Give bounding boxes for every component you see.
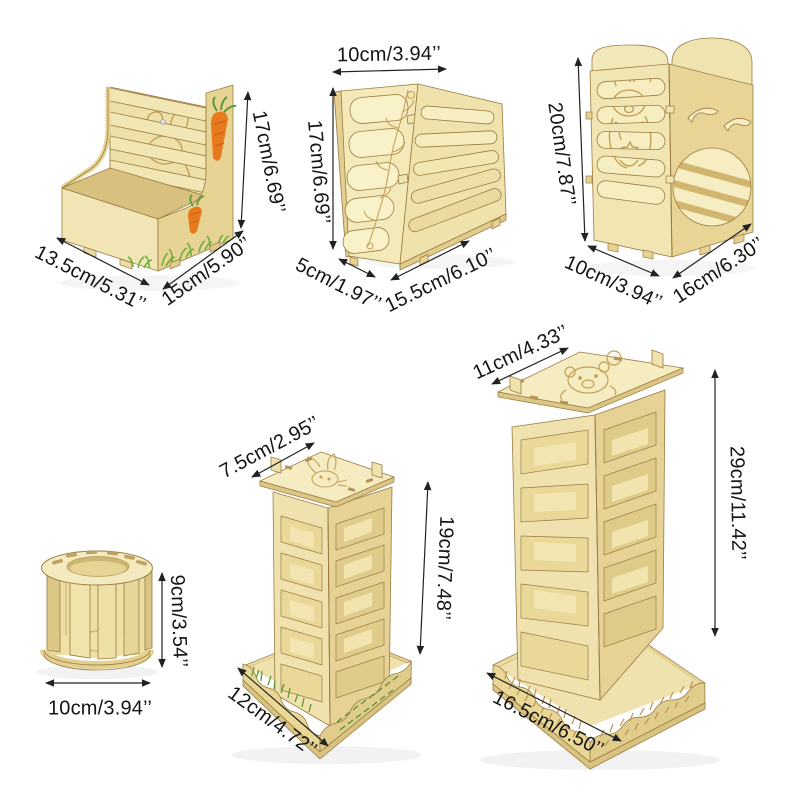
large-tower-height-label: 29cm/11.42’’ [725, 445, 750, 561]
dimension-lines [45, 57, 752, 747]
wedge-hay-feeder-art [333, 83, 515, 271]
wedge-top-label: 10cm/3.94’’ [336, 42, 442, 67]
arch-hay-feeder-art [585, 37, 755, 276]
small-tower-height-label: 19cm/7.48’’ [431, 515, 458, 621]
cylinder-height-label: 9cm/3.54’’ [165, 574, 192, 668]
cylinder-diameter-label: 10cm/3.94’’ [47, 697, 153, 720]
cylinder-feeder-art [37, 550, 157, 679]
carrot-art [188, 96, 237, 234]
